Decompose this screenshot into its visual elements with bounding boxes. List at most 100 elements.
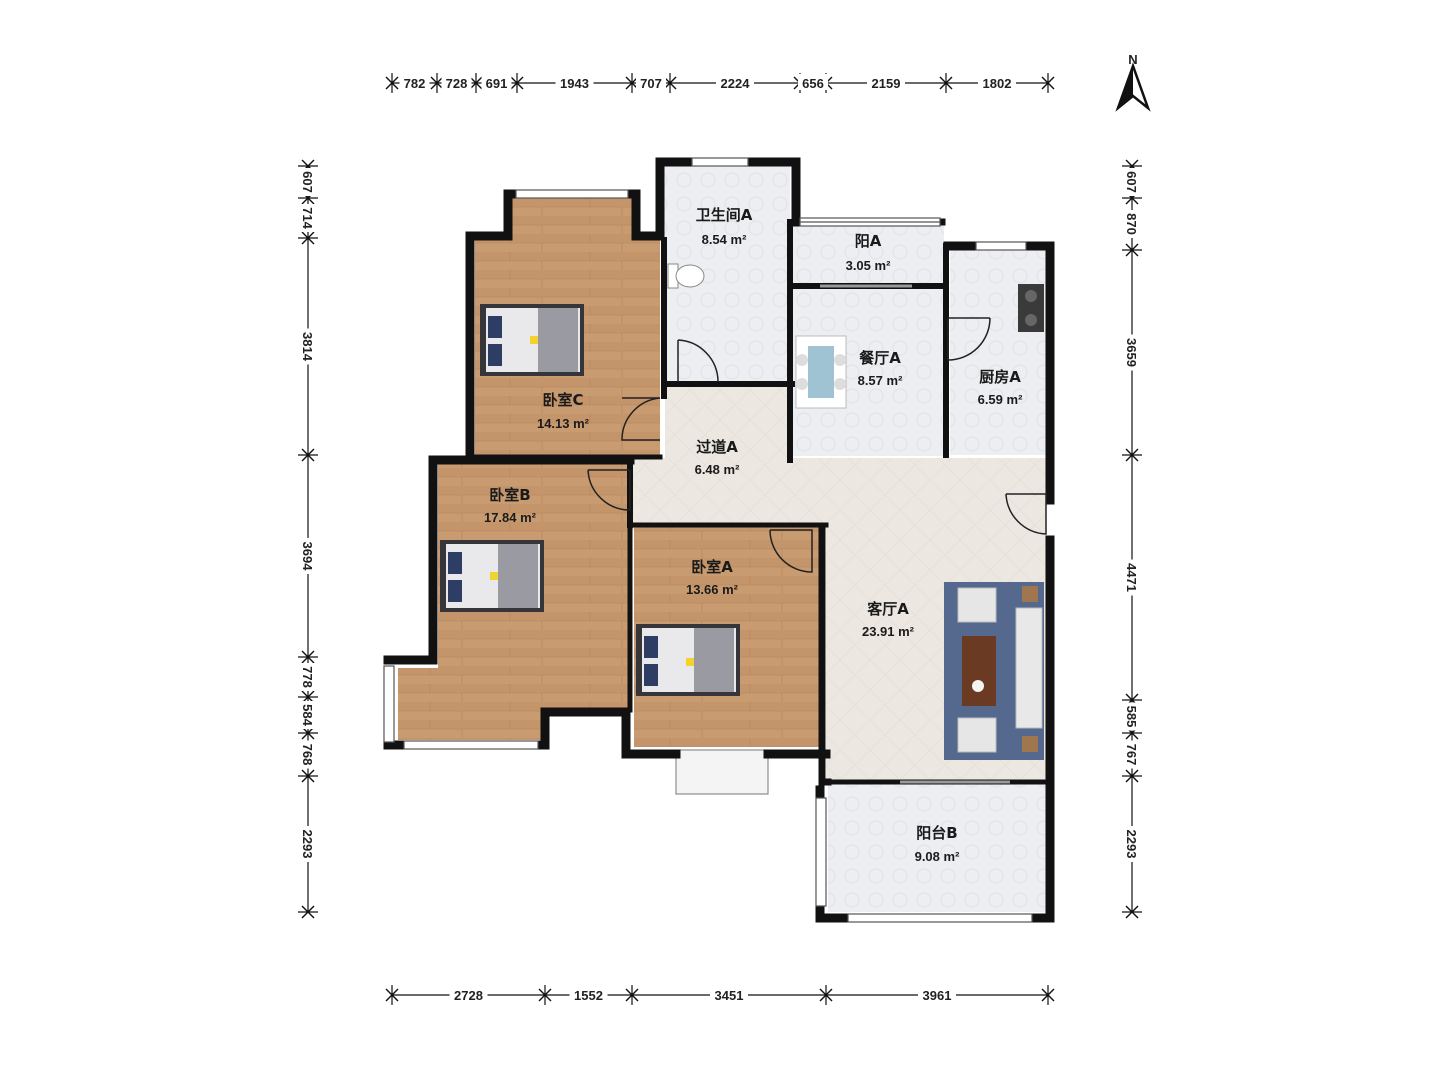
dimension-label: 585 [1124, 706, 1139, 728]
dimension-label: 707 [640, 76, 662, 91]
window-bedroom-b-left [383, 665, 395, 743]
bed-bedroom-c [480, 304, 584, 376]
toilet [667, 263, 705, 289]
living-a-area: 23.91 m² [862, 624, 915, 639]
dimension-label: 728 [446, 76, 468, 91]
dimension-label: 4471 [1124, 563, 1139, 592]
dimension-label: 3451 [715, 988, 744, 1003]
balcony-a-name: 阳A [855, 232, 882, 250]
dimension-label: 2728 [454, 988, 483, 1003]
stove [1018, 284, 1044, 332]
dimension-label: 870 [1124, 213, 1139, 235]
bed-bedroom-a [636, 624, 740, 696]
window-balcony-b-left [815, 797, 827, 907]
dimension-label-bg [798, 74, 828, 90]
dimension-label: 691 [486, 76, 508, 91]
dimension-label: 767 [1124, 744, 1139, 766]
balcony-a-area: 3.05 m² [846, 258, 891, 273]
north-arrow-icon: N [1115, 52, 1151, 112]
door-bedroom-b [587, 469, 631, 511]
dimension-label-bg [710, 986, 748, 1002]
balcony-b-area: 9.08 m² [915, 849, 960, 864]
bedroom-c-area: 14.13 m² [537, 416, 590, 431]
dimension-label: 768 [300, 744, 315, 766]
dining-table [795, 335, 847, 409]
bathroom-a-area: 8.54 m² [702, 232, 747, 247]
corridor-a-floor [630, 385, 1046, 530]
dimension-label: 584 [300, 704, 315, 726]
bedroom-a-area: 13.66 m² [686, 582, 739, 597]
dimension-label-bg [449, 986, 488, 1002]
dimension-label: 3961 [923, 988, 952, 1003]
window-bath [691, 157, 749, 167]
balcony-b-name: 阳台B [916, 824, 957, 842]
bedroom-b-area: 17.84 m² [484, 510, 537, 525]
balcony-b-floor [828, 784, 1046, 912]
bed-bedroom-b [440, 540, 544, 612]
dimension-label-bg [399, 74, 430, 90]
dimension-label-bg [918, 986, 956, 1002]
dimension-label: 2224 [721, 76, 751, 91]
windows [383, 157, 1033, 923]
dimension-label-bg [299, 168, 317, 196]
dimension-label: 1943 [560, 76, 589, 91]
dining-a-name: 餐厅A [859, 349, 901, 367]
dimension-label-bg [299, 663, 317, 691]
corridor-a-area: 6.48 m² [695, 462, 740, 477]
bedroom-b-name: 卧室B [489, 486, 530, 504]
dimension-label-bg [1123, 740, 1141, 769]
living-a-name: 客厅A [866, 600, 909, 618]
door-bedroom-a [769, 529, 813, 573]
dimension-label-bg [1123, 826, 1141, 862]
kitchen-a-name: 厨房A [979, 368, 1021, 386]
doors [587, 317, 1047, 573]
dimension-label: 1802 [983, 76, 1012, 91]
dimension-label-bg [299, 328, 317, 365]
door-bedroom-c [621, 397, 661, 441]
dimension-label-bg [1123, 210, 1141, 238]
compass-label: N [1128, 52, 1137, 67]
dimension-label: 607 [300, 171, 315, 193]
dimension-label-bg [299, 204, 317, 232]
bedroom-a-name: 卧室A [691, 558, 733, 576]
window-kitchen [975, 241, 1027, 251]
dimension-label-bg [636, 74, 666, 90]
dimension-label-bg [299, 826, 317, 862]
bedroom-c-name: 卧室C [542, 391, 583, 409]
dimension-label-bg [299, 538, 317, 574]
bay-window-floor [675, 749, 769, 795]
dining-a-area: 8.57 m² [858, 373, 903, 388]
kitchen-a-area: 6.59 m² [978, 392, 1023, 407]
dimension-label-bg [441, 74, 472, 90]
dimension-label-bg [299, 701, 317, 729]
dimension-label: 714 [300, 207, 315, 229]
balcony-a-floor [792, 222, 944, 288]
dimension-label: 607 [1124, 171, 1139, 193]
door-entrance [1005, 493, 1047, 535]
window-balcony-b-bottom [847, 913, 1033, 923]
dimension-label: 2159 [872, 76, 901, 91]
door-kitchen [947, 317, 991, 361]
dimension-label: 778 [300, 666, 315, 688]
room-labels: 卫生间A 8.54 m² 阳A 3.05 m² 卧室C 14.13 m² 餐厅A… [484, 206, 1023, 864]
dimension-label: 2293 [1124, 830, 1139, 859]
door-bathroom [677, 339, 719, 383]
dimension-label-bg [867, 74, 905, 90]
dimension-label-bg [299, 740, 317, 769]
dimension-label: 3694 [300, 542, 315, 572]
dimension-label: 3814 [300, 332, 315, 362]
dimension-label-bg [1123, 168, 1141, 196]
bathroom-a-name: 卫生间A [696, 206, 753, 224]
dimension-label: 1552 [574, 988, 603, 1003]
dimension-label: 2293 [300, 830, 315, 859]
kitchen-a-floor [950, 250, 1046, 455]
window-bedroom-c [515, 189, 629, 199]
dimension-label: 782 [404, 76, 426, 91]
dimension-chain-bottom: 2728 1552 3451 3961 [385, 985, 1055, 1005]
window-bedroom-b-bottom [403, 740, 539, 750]
dimension-label-bg [1123, 702, 1141, 731]
dimension-label-bg [481, 74, 512, 90]
